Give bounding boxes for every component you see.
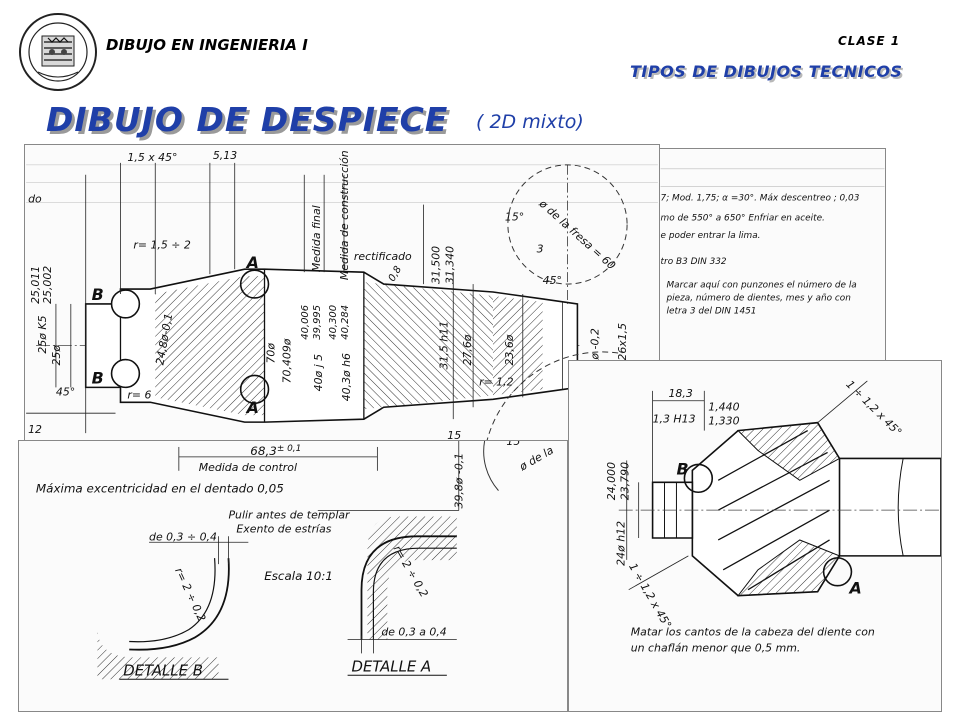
dim-15-detail: 15 <box>506 441 520 448</box>
dim-chamfer-bottom-gear: 1 ÷ 1,2 x 45° <box>626 561 674 631</box>
shaft-drawing-panel: 1,5 x 45° 5,13 do r= 1,5 ÷ 2 A A B B 25,… <box>24 144 660 444</box>
dim-40300: 40,300 <box>328 305 339 340</box>
topic-title: TIPOS DE DIBUJOS TECNICOS <box>630 62 903 81</box>
escala: Escala 10:1 <box>264 569 333 583</box>
medida-construccion: Medida de construcción <box>338 150 351 280</box>
note-line-5: Marcar aquí con punzones el número de la <box>667 281 857 291</box>
dim-chamfer-top: 1,5 x 45° <box>127 151 177 164</box>
exento: Exento de estrías <box>236 522 331 535</box>
dim-31340: 31,340 <box>443 246 456 284</box>
dim-24000: 24,000 <box>605 462 618 500</box>
dim-183: 18,3 <box>668 387 692 400</box>
dim-03-04-b: de 0,3 ÷ 0,4 <box>149 530 217 543</box>
dim-25002: 25,002 <box>41 266 54 304</box>
dim-13h13: 1,3 H13 <box>653 413 696 426</box>
dim-70: 70ø <box>264 343 277 364</box>
section-b-bottom: B <box>92 368 104 387</box>
note-line-7: letra 3 del DIN 1451 <box>667 306 757 316</box>
section-b-top: B <box>92 285 104 304</box>
dim-315: 31,5 h11 <box>437 321 450 370</box>
university-seal-icon <box>18 12 98 92</box>
dim-1330: 1,330 <box>708 415 739 428</box>
dim-r6: r= 6 <box>127 388 151 401</box>
gear-note-line-2: un chaflán menor que 0,5 mm. <box>631 641 801 654</box>
dim-40j5: 40ø j 5 <box>312 354 325 392</box>
course-title: DIBUJO EN INGENIERIA I <box>106 36 308 54</box>
note-line-1: 7; Mod. 1,75; α =30°. Máx descentreo ; 0… <box>661 194 860 204</box>
detail-drawing-panel: 68,3± 0,1 Medida de control Máxima excen… <box>18 440 568 712</box>
detalle-b: DETALLE B <box>123 661 203 679</box>
dim-276: 27,6ø <box>461 334 474 365</box>
dim-r-b: r= 2 ÷ 0,2 <box>172 566 208 624</box>
gear-label-b: B <box>676 459 688 478</box>
dim-de-la: ø de la <box>516 444 555 474</box>
dim-15deg: 15° <box>505 210 524 223</box>
dim-radius-1: r= 1,5 ÷ 2 <box>133 238 191 251</box>
dim-683: 68,3± 0,1 <box>250 444 301 458</box>
dim-39995: 39,995 <box>312 305 323 340</box>
excentricidad: Máxima excentricidad en el dentado 0,05 <box>36 482 284 496</box>
note-line-6: pieza, número de dientes, mes y año con <box>666 294 852 304</box>
dim-40284: 40,284 <box>340 305 351 340</box>
dim-40006: 40,006 <box>300 305 311 340</box>
dim-513: 5,13 <box>213 149 237 162</box>
dim-24h12: 24ø h12 <box>615 521 628 566</box>
detalle-a: DETALLE A <box>352 657 432 675</box>
gear-label-a: A <box>847 579 861 598</box>
dim-k5: 25ø K5 <box>36 315 49 353</box>
dim-08: 0,8 <box>387 264 404 283</box>
gear-note-line-1: Matar los cantos de la cabeza del diente… <box>631 625 875 638</box>
rectificado: rectificado <box>354 250 412 263</box>
pulir: Pulir antes de templar <box>228 508 351 521</box>
main-title: DIBUJO DE DESPIECE <box>46 100 449 139</box>
dim-683-tolerance: ± 0,1 <box>277 444 302 454</box>
section-a-top: A <box>245 253 259 272</box>
class-label: CLASE 1 <box>838 34 901 48</box>
dim-15-shaft: 15 <box>447 429 461 442</box>
main-subtitle: ( 2D mixto) <box>476 111 584 133</box>
dim-45deg-gear: 45° <box>543 274 562 287</box>
note-line-4: tro B3 DIN 332 <box>661 257 727 267</box>
dim-398: 39,8ø -0,1 <box>453 453 466 509</box>
dim-r12: r= 1,2 <box>479 375 513 388</box>
dim-3: 3 <box>537 242 544 255</box>
notes-panel: 7; Mod. 1,75; α =30°. Máx descentreo ; 0… <box>660 148 886 362</box>
label-do: do <box>28 193 42 206</box>
dim-25011: 25,011 <box>29 266 42 304</box>
dim-25: 25ø <box>50 345 63 366</box>
dim-23790: 23,790 <box>619 462 632 500</box>
note-line-3: e poder entrar la lima. <box>661 231 761 241</box>
medida-final: Medida final <box>310 205 323 272</box>
dim-45deg-shaft: 45° <box>56 385 75 398</box>
medida-control: Medida de control <box>199 461 297 474</box>
dim-236: 23,6ø <box>503 334 516 365</box>
dim-70409: 70,409ø <box>280 338 293 383</box>
gear-detail-panel: 18,3 1,3 H13 1,440 1,330 1 ÷ 1,2 x 45° 2… <box>568 360 942 712</box>
dim-fresa: ø de la fresa = 60 <box>536 196 618 272</box>
dim-03-04-a: de 0,3 a 0,4 <box>381 626 446 639</box>
note-line-2: mo de 550° a 650° Enfriar en aceite. <box>661 213 825 223</box>
dim-1440: 1,440 <box>708 401 739 414</box>
dim-403h6: 40,3ø h6 <box>340 353 353 401</box>
dim-31500: 31,500 <box>429 246 442 284</box>
dim-12: 12 <box>28 423 42 436</box>
dim-683-value: 68,3 <box>250 444 277 458</box>
dim-chamfer-top-gear: 1 ÷ 1,2 x 45° <box>843 378 904 439</box>
section-a-bottom: A <box>245 398 259 417</box>
